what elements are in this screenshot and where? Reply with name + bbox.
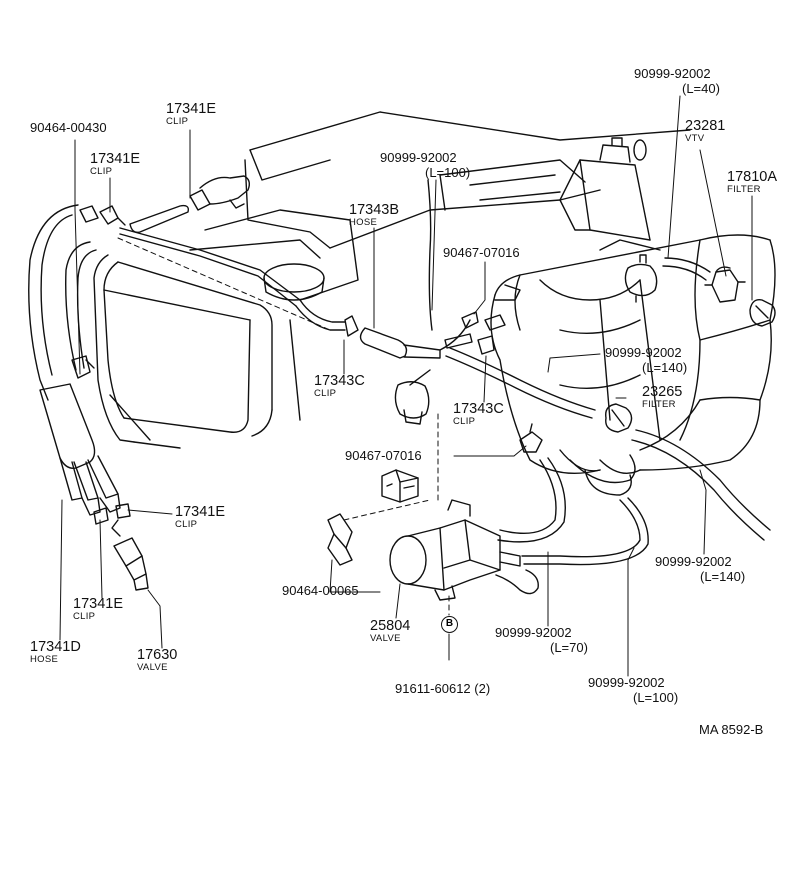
hose-l140-right (631, 429, 771, 541)
part-number: 90999-92002 (605, 345, 682, 360)
part-number: 23265 (642, 384, 683, 400)
part-number: 17630 (137, 647, 178, 663)
hose-17341d (28, 204, 121, 516)
part-number: 17341D (30, 639, 81, 655)
label-90999-l140-a: 90999-92002 (L=140) (605, 346, 687, 374)
leader-lines (59, 95, 753, 677)
part-name: HOSE (349, 216, 378, 228)
hose-17343b (359, 319, 471, 359)
part-name: HOSE (30, 653, 59, 665)
label-90467-07016-a: 90467-07016 (443, 246, 520, 259)
part-number: 90464-00430 (30, 120, 107, 135)
label-90999-l100-bottom: 90999-92002 (L=100) (588, 676, 678, 704)
part-name: CLIP (314, 387, 337, 399)
part-name: FILTER (642, 398, 676, 410)
part-number: 17343C (314, 373, 365, 389)
part-number: 17810A (727, 169, 777, 185)
clip-17341e-bottom (71, 355, 131, 525)
part-number: 17341E (90, 151, 140, 167)
top-hose-assembly (79, 175, 359, 337)
part-length: (L=40) (682, 81, 720, 96)
part-name: VTV (685, 132, 705, 144)
part-number: 90999-92002 (655, 554, 732, 569)
hose-l70 (497, 457, 566, 543)
air-cleaner-box (93, 254, 301, 449)
label-90999-l100-top: 90999-92002 (L=100) (380, 151, 470, 179)
part-number: 90467-07016 (443, 245, 520, 260)
label-23265: 23265 FILTER (642, 385, 682, 409)
dashed-lines (117, 237, 450, 616)
label-17630: 17630 VALVE (137, 648, 177, 672)
part-length: (L=140) (642, 360, 688, 375)
clip-90467-a (444, 284, 521, 355)
part-length: (L=100) (633, 690, 679, 705)
label-17341d: 17341D HOSE (30, 640, 81, 664)
throttle-sensor (394, 369, 431, 425)
vtv-23281 (704, 266, 746, 303)
valve-17630 (111, 519, 149, 591)
label-17341e-c: 17341E CLIP (175, 505, 225, 529)
drawing-code: MA 8592-B (699, 722, 764, 737)
label-91611-60612: 91611-60612 (2) (395, 682, 490, 695)
label-90999-l140-b: 90999-92002 (L=140) (655, 555, 745, 583)
part-number: 90999-92002 (588, 675, 665, 690)
part-number: 17343B (349, 202, 399, 218)
label-17341e-d: 17341E CLIP (73, 597, 123, 621)
part-length: (L=140) (700, 569, 746, 584)
label-17343c-b: 17343C CLIP (453, 402, 504, 426)
label-17343b: 17343B HOSE (349, 203, 399, 227)
label-25804: 25804 VALVE (370, 619, 410, 643)
part-number: 91611-60612 (2) (395, 681, 491, 696)
vacuum-fitting (624, 254, 658, 303)
label-23281: 23281 VTV (685, 119, 725, 143)
part-number: 25804 (370, 618, 411, 634)
part-number: 17341E (175, 504, 225, 520)
label-90467-07016-b: 90467-07016 (345, 449, 422, 462)
part-length: (L=100) (425, 165, 471, 180)
intake-manifold (490, 137, 776, 496)
clip-90467-b (519, 423, 543, 453)
part-number: 90999-92002 (380, 150, 457, 165)
label-17343c-a: 17343C CLIP (314, 374, 365, 398)
valve-25804 (389, 499, 539, 601)
part-name: CLIP (90, 165, 113, 177)
part-name: CLIP (166, 115, 189, 127)
part-name: VALVE (137, 661, 168, 673)
part-name: FILTER (727, 183, 761, 195)
label-90999-l40: 90999-92002 (L=40) (634, 67, 720, 95)
connector-90464-00065 (381, 469, 419, 503)
part-number: 23281 (685, 118, 726, 134)
part-name: CLIP (453, 415, 476, 427)
hose-l100-top (427, 179, 433, 331)
part-name: CLIP (175, 518, 198, 530)
part-number: 90467-07016 (345, 448, 422, 463)
hose-l100-bottom (521, 497, 649, 566)
label-17810a: 17810A FILTER (727, 170, 777, 194)
part-number: 90999-92002 (495, 625, 572, 640)
part-number: 90999-92002 (634, 66, 711, 81)
part-number: 17343C (453, 401, 504, 417)
hose-l40 (662, 257, 711, 281)
label-90464-00430: 90464-00430 (30, 121, 107, 134)
part-number: 90464-00065 (282, 583, 359, 598)
engine-block (189, 111, 691, 301)
part-name: CLIP (73, 610, 96, 622)
label-17341e-a: 17341E CLIP (166, 102, 216, 126)
label-17341e-b: 17341E CLIP (90, 152, 140, 176)
label-90464-00065: 90464-00065 (282, 584, 359, 597)
part-number: 17341E (166, 101, 216, 117)
part-length: (L=70) (550, 640, 588, 655)
bracket-90464 (327, 513, 353, 566)
label-90999-l70: 90999-92002 (L=70) (495, 626, 588, 654)
part-name: VALVE (370, 632, 401, 644)
filter-23265 (605, 403, 633, 433)
hose-l140-upper (445, 347, 596, 419)
part-number: 17341E (73, 596, 123, 612)
callout-b: B (441, 616, 458, 633)
filter-17810a (749, 299, 776, 327)
